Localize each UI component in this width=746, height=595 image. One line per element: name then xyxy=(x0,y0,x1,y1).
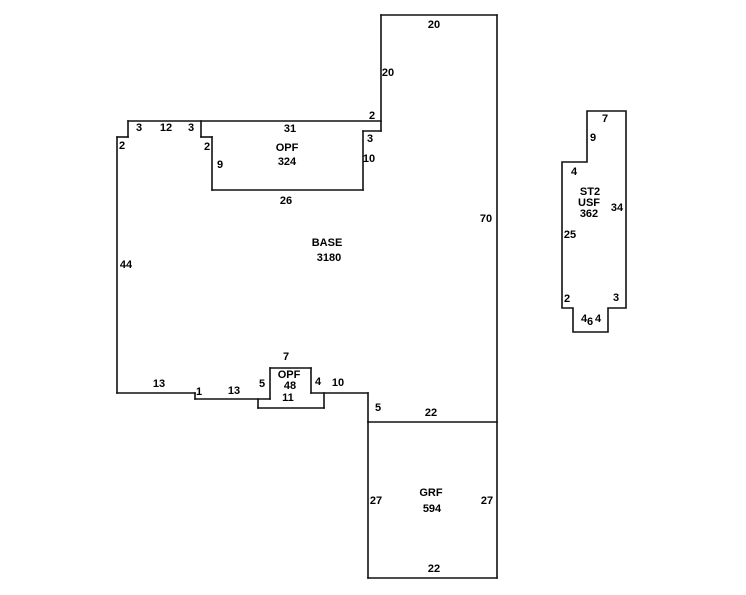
dimension-label: 44 xyxy=(120,259,133,271)
area-name-label: USF xyxy=(578,197,600,209)
dimension-label: 7 xyxy=(602,113,608,125)
dimension-label: 22 xyxy=(428,563,440,575)
dimension-label: 4 xyxy=(315,376,322,388)
dimension-label: 11 xyxy=(282,392,294,404)
dimension-label: 27 xyxy=(481,495,493,507)
dimension-label: 2 xyxy=(564,293,570,305)
dimension-label: 5 xyxy=(259,378,265,390)
dimension-label: 2 xyxy=(204,141,210,153)
area-name-label: OPF xyxy=(276,142,299,154)
area-name-label: BASE xyxy=(312,237,343,249)
dimension-label: 5 xyxy=(375,402,381,414)
dimension-label: 3 xyxy=(188,122,194,134)
dimension-label: 7 xyxy=(283,351,289,363)
dimension-label: 2 xyxy=(369,110,375,122)
dimension-label: 22 xyxy=(425,407,437,419)
dimension-label: 3 xyxy=(367,133,373,145)
dimension-label: 31 xyxy=(284,123,296,135)
dimension-label: 4 xyxy=(581,313,588,325)
dimension-label: 1 xyxy=(196,386,202,398)
dimension-label: 27 xyxy=(370,495,382,507)
dimension-label: 3 xyxy=(136,122,142,134)
dimension-label: 20 xyxy=(382,67,394,79)
area-name-label: GRF xyxy=(419,487,443,499)
dimension-label: 26 xyxy=(280,195,292,207)
dimension-label: 13 xyxy=(228,385,240,397)
area-size-label: 48 xyxy=(284,380,296,392)
dimension-label: 12 xyxy=(160,122,172,134)
dimension-label: 70 xyxy=(480,213,492,225)
dimension-label: 13 xyxy=(153,378,165,390)
dimension-label: 2 xyxy=(119,140,125,152)
dimension-label: 9 xyxy=(217,159,223,171)
dimension-label: 6 xyxy=(587,316,593,328)
area-size-label: 362 xyxy=(580,208,598,220)
dimension-label: 4 xyxy=(595,313,602,325)
area-name-label: OPF xyxy=(278,369,301,381)
dimension-label: 3 xyxy=(613,292,619,304)
dimension-label: 10 xyxy=(332,377,344,389)
dimension-label: 20 xyxy=(428,19,440,31)
dimension-label: 4 xyxy=(571,166,578,178)
dimension-label: 25 xyxy=(564,229,576,241)
wall-outline xyxy=(561,110,627,333)
dimension-label: 9 xyxy=(590,132,596,144)
dimension-label: 10 xyxy=(363,153,375,165)
dimension-label: 34 xyxy=(611,202,624,214)
area-size-label: 324 xyxy=(278,156,297,168)
area-name-label: ST2 xyxy=(580,186,600,198)
area-size-label: 3180 xyxy=(317,252,341,264)
area-size-label: 594 xyxy=(423,503,442,515)
